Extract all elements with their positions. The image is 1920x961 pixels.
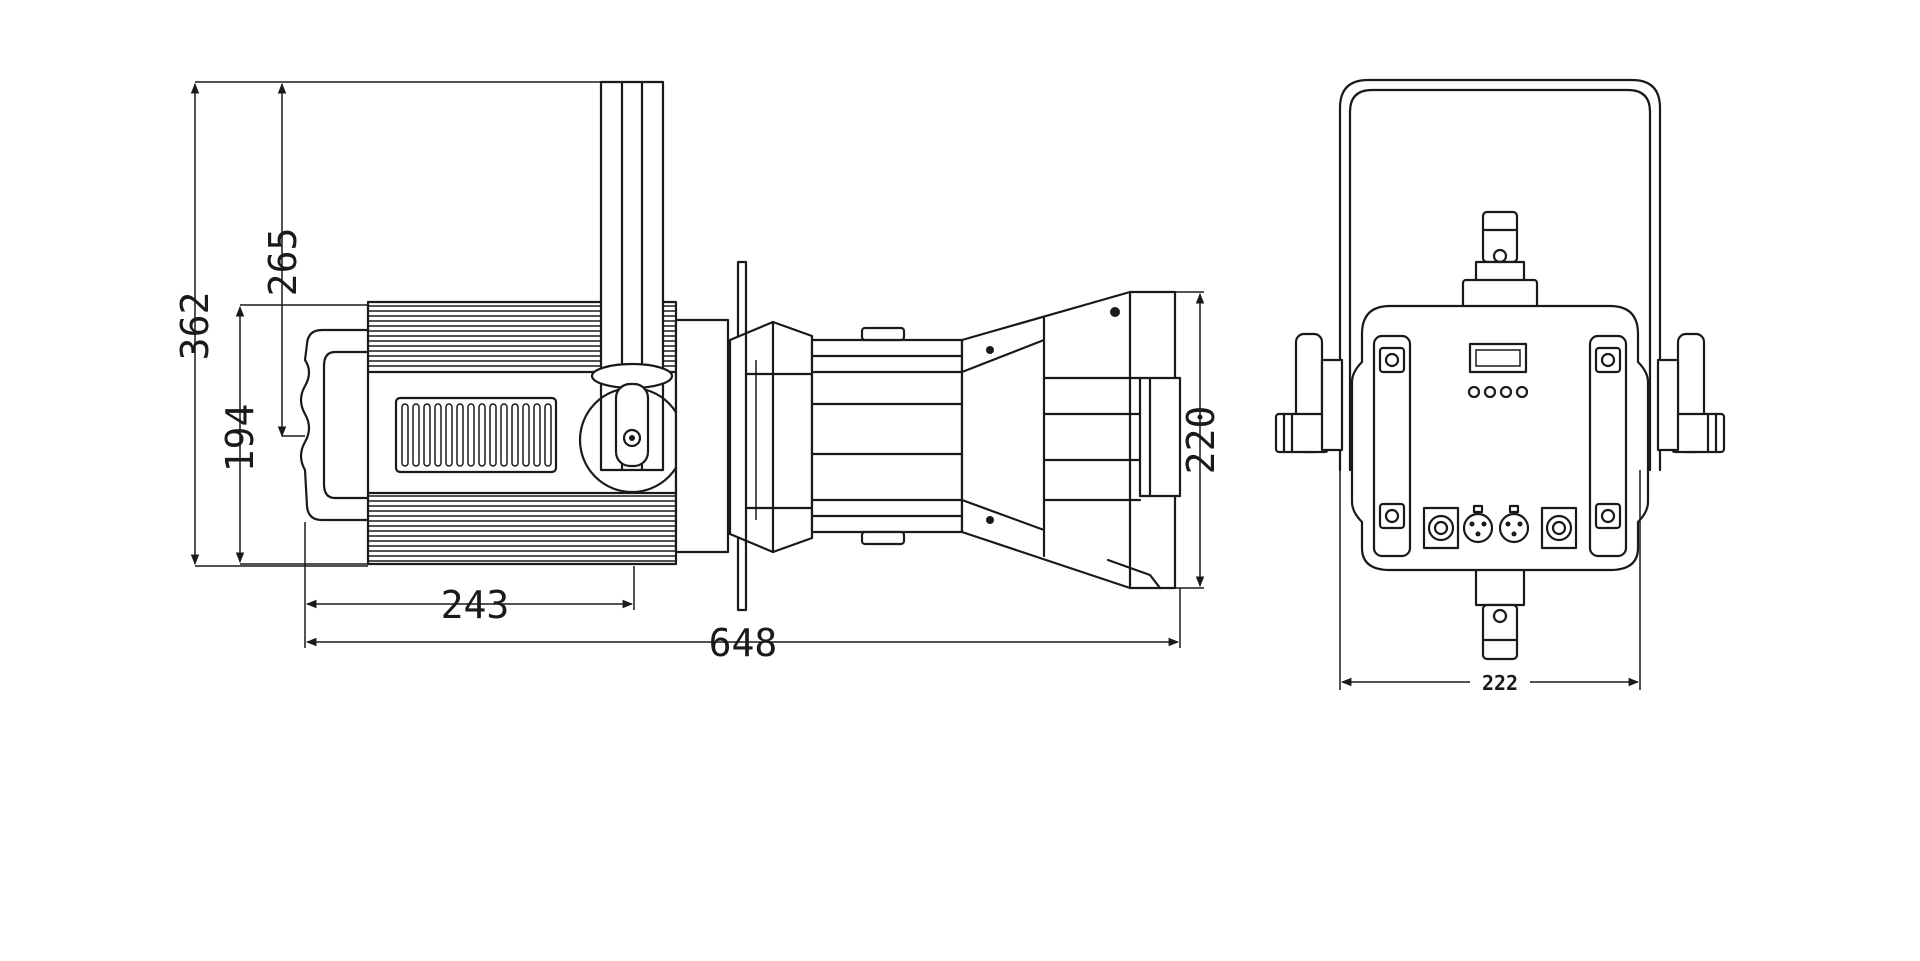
vent-slot: [544, 403, 552, 467]
left-side-knob: [1274, 332, 1344, 454]
vent-slot: [434, 403, 442, 467]
dmx-in-connector: [1462, 504, 1494, 544]
vent-slots: [401, 403, 552, 467]
side-view: 362 265 194 243 648 220: [173, 80, 1223, 665]
rear-panel: [1350, 304, 1650, 572]
dim-243: 243: [441, 583, 510, 627]
zoom-knob-bottom: [860, 530, 906, 546]
vent-slot: [467, 403, 475, 467]
vent-slot: [489, 403, 497, 467]
dim-265: 265: [261, 228, 305, 297]
yoke-arm: [599, 80, 665, 472]
power-in-connector: [1422, 506, 1460, 550]
vent-panel: [394, 396, 558, 474]
shutter-housing: [728, 320, 814, 554]
vent-slot: [478, 403, 486, 467]
dim-220: 220: [1179, 406, 1223, 475]
front-yoke: [1338, 78, 1662, 472]
control-buttons: [1467, 385, 1529, 399]
dimension-lines-side: [190, 81, 1205, 648]
vent-slot: [401, 403, 409, 467]
front-clamp: [1138, 376, 1182, 498]
top-connector: [1461, 210, 1539, 310]
front-view: 222: [1274, 78, 1726, 695]
vent-slot: [412, 403, 420, 467]
dim-194: 194: [218, 404, 262, 473]
lcd-display: [1468, 342, 1528, 374]
dim-362: 362: [173, 292, 217, 361]
vent-slot: [511, 403, 519, 467]
vent-slot: [500, 403, 508, 467]
bottom-connector: [1474, 563, 1526, 661]
dim-222: 222: [1482, 671, 1518, 695]
power-out-connector: [1540, 506, 1578, 550]
vent-slot: [445, 403, 453, 467]
vent-slot: [533, 403, 541, 467]
neck-collar: [674, 318, 730, 554]
dim-648: 648: [709, 621, 778, 665]
right-side-knob: [1656, 332, 1726, 454]
lens-barrel: [810, 338, 964, 534]
rear-handle: [299, 328, 370, 522]
dmx-out-connector: [1498, 504, 1530, 544]
vent-slot: [522, 403, 530, 467]
zoom-knob-top: [860, 326, 906, 342]
corner-screws: [1378, 346, 1622, 530]
vent-slot: [423, 403, 431, 467]
cooling-fins-bottom: [368, 495, 676, 562]
vent-slot: [456, 403, 464, 467]
